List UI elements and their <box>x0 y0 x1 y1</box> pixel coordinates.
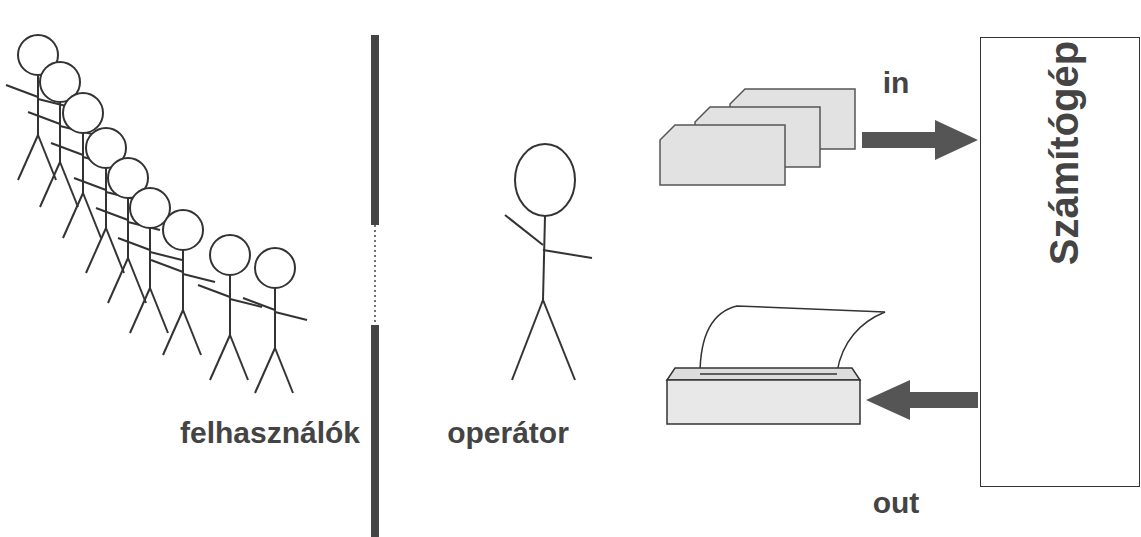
figure-label: felhasználók <box>180 416 360 450</box>
operator-figure <box>505 144 592 380</box>
figure-label: in <box>883 66 910 100</box>
figure-label: out <box>873 486 920 520</box>
wall <box>375 35 376 537</box>
computer-box: Számítógép <box>980 37 1140 487</box>
in-arrow <box>862 120 978 160</box>
out-arrow <box>866 380 978 420</box>
punch-cards <box>660 89 855 185</box>
figure-label: operátor <box>447 416 569 450</box>
printer <box>667 306 885 424</box>
node-title: Számítógép <box>1042 41 1087 265</box>
users-figures <box>6 35 307 393</box>
